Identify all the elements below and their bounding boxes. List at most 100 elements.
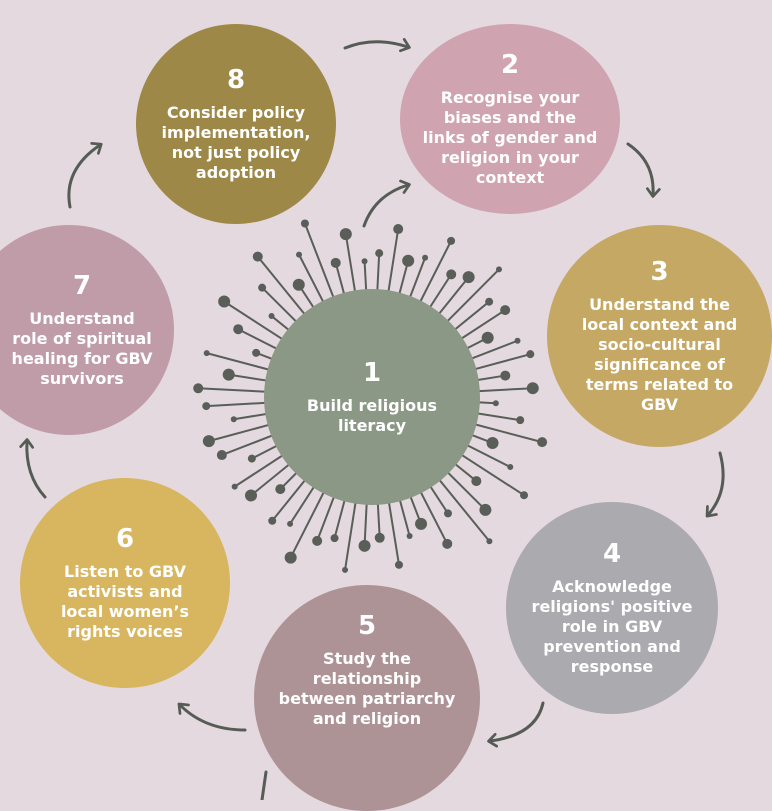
spike-dot (393, 224, 404, 235)
arrow-7-to-8 (67, 142, 103, 209)
spike-dot (507, 464, 514, 471)
step-number: 4 (602, 539, 622, 569)
spike-dot (231, 483, 238, 490)
step-circle-7: 7 Understand role of spiritual healing f… (0, 225, 174, 435)
center-spikes (193, 219, 548, 573)
spike-line (464, 420, 543, 444)
spike-dot (500, 305, 511, 316)
step-text: Build religious literacy (306, 396, 438, 435)
step-text: Recognise your biases and the links of g… (422, 88, 598, 187)
spike-line (256, 255, 313, 324)
spike-dot (492, 400, 499, 407)
spike-dot (330, 534, 339, 543)
step-text: Understand the local context and socio-c… (581, 295, 738, 414)
spike-dot (358, 539, 371, 552)
spike-dot (422, 254, 429, 261)
spike-dot (394, 560, 403, 569)
spike-dot (481, 331, 494, 344)
spike-dot (514, 337, 521, 344)
step-circle-2: 2 Recognise your biases and the links of… (400, 24, 620, 214)
spike-dot (516, 416, 525, 425)
step-number: 3 (650, 257, 669, 287)
spike-dot (471, 476, 482, 487)
spike-dot (252, 251, 263, 262)
spike-dot (462, 271, 475, 284)
spike-line (386, 491, 400, 566)
spike-dot (275, 484, 286, 495)
spike-dot (442, 538, 453, 549)
spike-dot (520, 491, 529, 500)
spike-dot (252, 348, 261, 357)
spike-dot (374, 532, 385, 543)
spike-dot (526, 382, 539, 395)
spike-dot (485, 297, 494, 306)
step-number: 1 (362, 358, 382, 388)
spike-dot (342, 566, 349, 573)
step-circle-8: 8 Consider policy implementation, not ju… (136, 24, 336, 224)
spike-dot (300, 219, 309, 228)
spike-line (452, 448, 525, 497)
spike-dot (202, 435, 215, 448)
step-text: Understand role of spiritual healing for… (11, 309, 153, 388)
spike-dot (330, 257, 341, 268)
step-text: Acknowledge religions' positive role in … (531, 577, 693, 676)
spike-dot (339, 228, 352, 241)
spike-line (431, 470, 491, 542)
spike-dot (218, 295, 231, 308)
arrow-4-to-5 (487, 701, 545, 748)
step-circle-6: 6 Listen to GBV activists and local wome… (20, 478, 230, 688)
spike-dot (495, 266, 502, 273)
spike-dot (233, 324, 244, 335)
arrow-1-to-2 (362, 179, 411, 228)
arrow-tail-bottom (260, 770, 268, 800)
spike-line (414, 240, 452, 312)
spike-dot (244, 489, 257, 502)
spike-line (344, 491, 359, 571)
step-number: 7 (72, 271, 92, 301)
step-text: Study the relationship between patriarch… (278, 649, 456, 728)
cycle-arrows (19, 38, 725, 800)
spike-line (198, 387, 277, 394)
spike-dot (486, 538, 493, 545)
step-number: 6 (115, 524, 135, 554)
step-circle-4: 4 Acknowledge religions' positive role i… (506, 502, 718, 714)
spike-dot (287, 520, 294, 527)
step-circle-3: 3 Understand the local context and socio… (547, 225, 772, 447)
spike-dot (486, 436, 499, 449)
spike-dot (375, 249, 384, 258)
step-number: 8 (226, 65, 246, 95)
spike-dot (296, 251, 303, 258)
spike-dot (406, 533, 413, 540)
spike-dot (361, 258, 368, 265)
arrow-8-to-2 (343, 38, 411, 53)
spike-dot (479, 503, 492, 516)
step-number: 5 (357, 611, 377, 641)
arrow-2-to-3 (626, 142, 661, 198)
arrow-6-to-7 (19, 438, 47, 499)
spike-dot (193, 383, 204, 394)
step-text: Consider policy implementation, not just… (161, 103, 311, 182)
spike-dot (258, 283, 267, 292)
spike-dot (443, 509, 452, 518)
spike-dot (537, 437, 548, 448)
spike-dot (446, 269, 457, 280)
spike-line (289, 482, 330, 559)
spike-dot (526, 350, 535, 359)
spike-dot (268, 516, 277, 525)
spike-dot (312, 535, 323, 546)
spike-dot (247, 454, 256, 463)
spike-dot (500, 370, 511, 381)
spike-dot (447, 236, 456, 245)
step-text: Listen to GBV activists and local women’… (60, 562, 190, 641)
spike-dot (216, 450, 227, 461)
spike-line (439, 268, 500, 330)
spike-dot (284, 551, 297, 564)
spike-line (304, 223, 339, 308)
spike-dot (415, 517, 428, 530)
step-number: 2 (500, 50, 520, 80)
spike-dot (203, 350, 210, 357)
spike-dot (402, 254, 415, 267)
step-circle-1: 1 Build religious literacy (264, 289, 480, 505)
spike-dot (292, 278, 305, 291)
